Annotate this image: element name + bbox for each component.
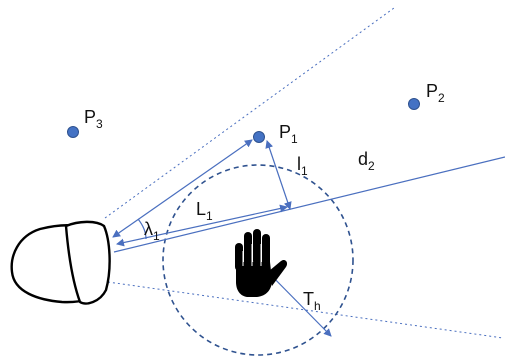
label-L1: L1 [196, 199, 213, 223]
point-p1 [254, 132, 265, 143]
l1-arrow [267, 141, 290, 209]
head-top-view-icon [12, 222, 110, 304]
point-p2 [409, 99, 420, 110]
label-d2: d2 [358, 149, 375, 173]
hand-palm-icon [235, 229, 287, 297]
label-lambda1: λ1 [144, 219, 160, 243]
fov-upper-boundary [105, 8, 394, 218]
head-to-p1-arrow [113, 140, 252, 237]
label-p1: P1 [279, 122, 298, 146]
d2-ray [114, 157, 505, 252]
label-Th: Th [303, 289, 321, 313]
label-p2: P2 [426, 81, 445, 105]
label-p3: P3 [84, 107, 103, 131]
point-p3 [68, 127, 79, 138]
